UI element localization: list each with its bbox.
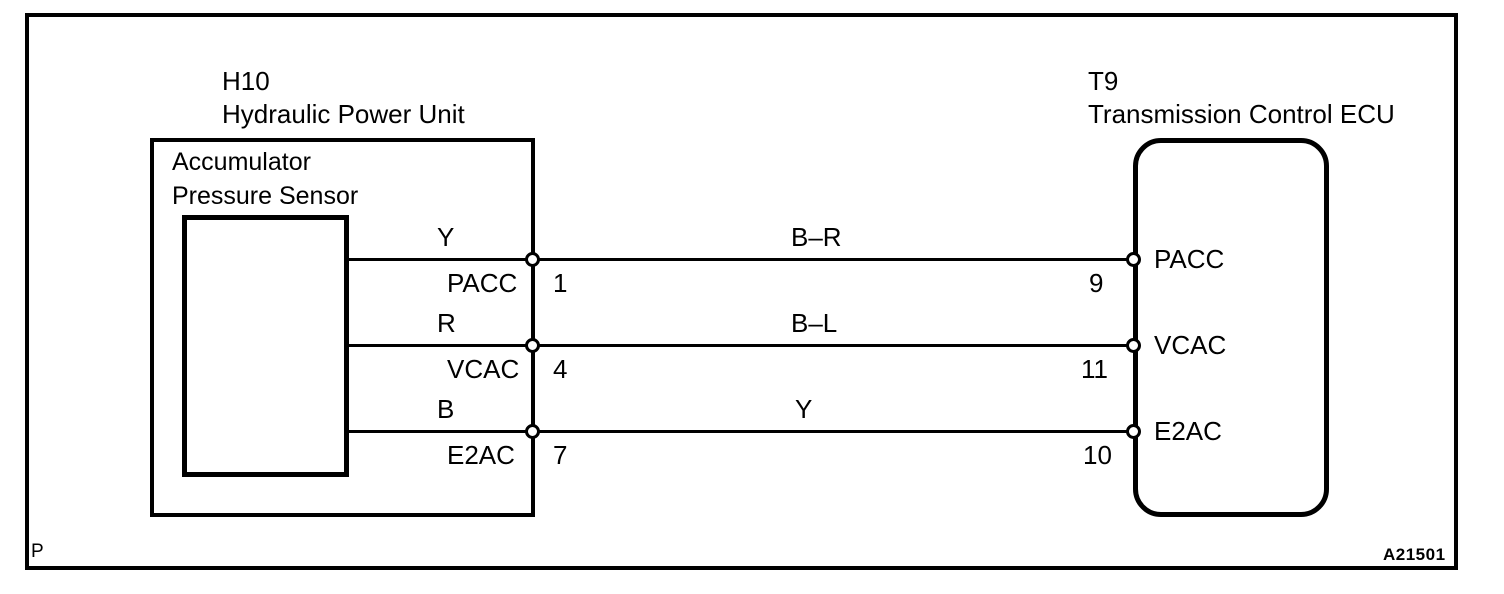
accumulator-sensor-label-line2: Pressure Sensor [172,182,359,210]
right-unit-name: Transmission Control ECU [1088,99,1395,129]
harness-wire-color-e2ac: Y [795,394,813,424]
right-terminal-e2ac [1126,424,1141,439]
harness-wire-color-pacc: B–R [791,222,842,252]
transmission-control-ecu-box [1133,138,1329,517]
right-pin-number-pacc: 9 [1089,268,1104,298]
right-pin-label-pacc: PACC [1154,244,1225,274]
right-unit-id: T9 [1088,66,1119,96]
left-pin-number-e2ac: 7 [553,440,568,470]
left-wire-color-vcac: R [437,308,456,338]
diagram-code: A21501 [1383,545,1446,564]
right-terminal-pacc [1126,252,1141,267]
harness-wire-pacc [535,258,1139,261]
left-terminal-vcac [525,338,540,353]
right-pin-label-e2ac: E2AC [1154,416,1222,446]
right-pin-number-vcac: 11 [1081,354,1108,384]
left-pin-label-vcac: VCAC [447,354,520,384]
left-unit-name: Hydraulic Power Unit [222,99,465,129]
left-wire-color-pacc: Y [437,222,455,252]
harness-wire-e2ac [535,430,1139,433]
diagram-frame [25,13,1458,570]
right-terminal-vcac [1126,338,1141,353]
left-pin-label-pacc: PACC [447,268,518,298]
sensor-lead-wire-e2ac [349,430,535,433]
right-pin-number-e2ac: 10 [1083,440,1112,470]
page-marker: P [31,541,44,562]
sensor-lead-wire-vcac [349,344,535,347]
accumulator-pressure-sensor-box [182,215,349,477]
left-pin-label-e2ac: E2AC [447,440,515,470]
accumulator-sensor-label-line1: Accumulator [172,148,311,176]
hydraulic-power-unit-box [150,138,535,517]
left-terminal-e2ac [525,424,540,439]
sensor-lead-wire-pacc [349,258,535,261]
harness-wire-color-vcac: B–L [791,308,838,338]
left-pin-number-vcac: 4 [553,354,568,384]
left-unit-id: H10 [222,66,270,96]
right-pin-label-vcac: VCAC [1154,330,1227,360]
harness-wire-vcac [535,344,1139,347]
left-wire-color-e2ac: B [437,394,455,424]
left-terminal-pacc [525,252,540,267]
left-pin-number-pacc: 1 [553,268,568,298]
